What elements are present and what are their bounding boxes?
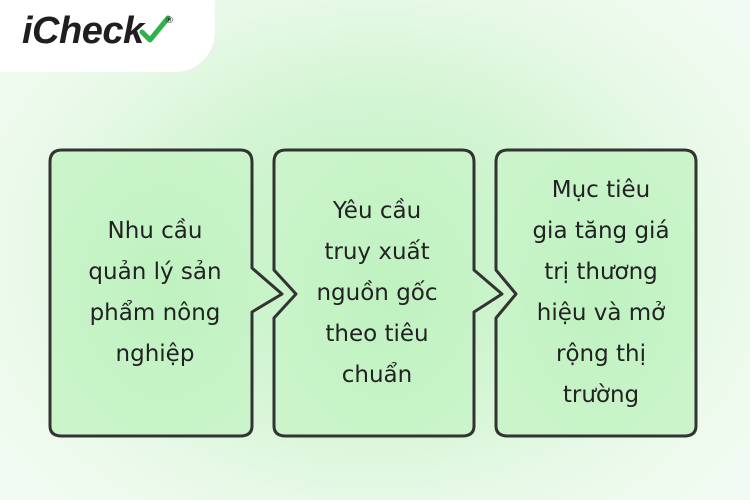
registered-mark: ® — [165, 16, 174, 26]
step-2-text: Yêu cầu truy xuất nguồn gốc theo tiêu ch… — [316, 197, 438, 388]
step-1-text: Nhu cầu quản lý sản phẩm nông nghiệp — [88, 218, 222, 367]
logo-panel: iCheck ® — [0, 0, 215, 72]
step-3-text: Mục tiêu gia tăng giá trị thương hiệu và… — [532, 177, 670, 408]
step-box-1 — [48, 148, 284, 438]
step-box-3 — [494, 148, 698, 438]
step-box-2 — [272, 148, 504, 438]
logo-wordmark: iCheck — [22, 10, 144, 52]
checkmark-icon — [139, 15, 171, 43]
